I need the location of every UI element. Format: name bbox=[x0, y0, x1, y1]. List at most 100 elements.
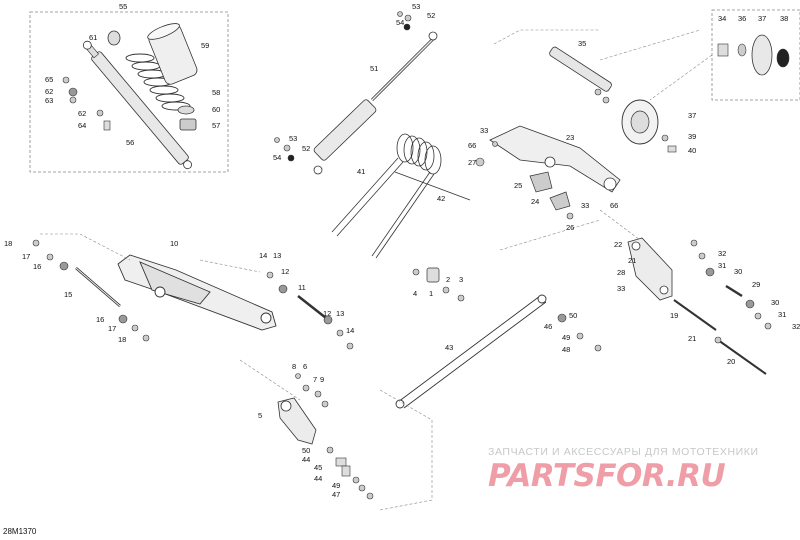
callout-33: 33 bbox=[480, 126, 488, 135]
callout-25: 25 bbox=[514, 181, 522, 190]
callout-53: 53 bbox=[412, 2, 420, 11]
callout-8: 8 bbox=[292, 362, 296, 371]
callout-12: 12 bbox=[281, 267, 289, 276]
callout-51: 51 bbox=[370, 64, 378, 73]
callout-33: 33 bbox=[617, 284, 625, 293]
callout-16: 16 bbox=[96, 315, 104, 324]
callout-64: 64 bbox=[78, 121, 86, 130]
callout-39: 39 bbox=[688, 132, 696, 141]
callout-14: 14 bbox=[346, 326, 354, 335]
callout-46: 46 bbox=[544, 322, 552, 331]
callout-21: 21 bbox=[688, 334, 696, 343]
callout-33: 33 bbox=[581, 201, 589, 210]
callout-63: 63 bbox=[45, 96, 53, 105]
callout-42: 42 bbox=[437, 194, 445, 203]
callout-15: 15 bbox=[64, 290, 72, 299]
torsion-springs bbox=[331, 133, 471, 259]
callout-49: 49 bbox=[562, 333, 570, 342]
callout-18: 18 bbox=[4, 239, 12, 248]
callout-29: 29 bbox=[752, 280, 760, 289]
front-shock-51 bbox=[274, 11, 438, 175]
callout-3: 3 bbox=[459, 275, 463, 284]
callout-48: 48 bbox=[562, 345, 570, 354]
callout-1: 1 bbox=[429, 289, 433, 298]
callout-53: 53 bbox=[289, 134, 297, 143]
callout-13: 13 bbox=[273, 251, 281, 260]
callout-54: 54 bbox=[273, 153, 281, 162]
callout-52: 52 bbox=[302, 144, 310, 153]
dashed-leaders bbox=[40, 29, 701, 511]
callout-4: 4 bbox=[413, 289, 417, 298]
callout-26: 26 bbox=[566, 223, 574, 232]
callout-44: 44 bbox=[302, 455, 310, 464]
callout-13: 13 bbox=[336, 309, 344, 318]
callout-45: 45 bbox=[314, 463, 322, 472]
callout-labels: 55 61 59 58 60 57 56 65 62 63 62 64 53 5… bbox=[4, 2, 800, 499]
callout-21: 21 bbox=[628, 256, 636, 265]
callout-14: 14 bbox=[259, 251, 267, 260]
callout-52: 52 bbox=[427, 11, 435, 20]
callout-41: 41 bbox=[357, 167, 365, 176]
callout-12: 12 bbox=[323, 309, 331, 318]
callout-2: 2 bbox=[446, 275, 450, 284]
callout-22: 22 bbox=[614, 240, 622, 249]
callout-19: 19 bbox=[670, 311, 678, 320]
callout-40: 40 bbox=[688, 146, 696, 155]
callout-31: 31 bbox=[778, 310, 786, 319]
rear-pivot-28 bbox=[557, 237, 772, 375]
idler-wheel-37 bbox=[621, 99, 677, 153]
callout-66: 66 bbox=[468, 141, 476, 150]
callout-17: 17 bbox=[22, 252, 30, 261]
callout-36: 36 bbox=[738, 14, 746, 23]
watermark-caption: ЗАПЧАСТИ И АКСЕССУАРЫ ДЛЯ МОТОТЕХНИКИ bbox=[488, 446, 759, 458]
callout-38: 38 bbox=[780, 14, 788, 23]
front-arm-10 bbox=[32, 239, 354, 350]
wheel-detail-inset bbox=[649, 9, 800, 101]
callout-35: 35 bbox=[578, 39, 586, 48]
callout-58: 58 bbox=[212, 88, 220, 97]
callout-7: 7 bbox=[313, 375, 317, 384]
callout-5: 5 bbox=[258, 411, 262, 420]
callout-50: 50 bbox=[302, 446, 310, 455]
rear-arm bbox=[475, 46, 621, 220]
callout-17: 17 bbox=[108, 324, 116, 333]
callout-34: 34 bbox=[718, 14, 726, 23]
callout-23: 23 bbox=[566, 133, 574, 142]
callout-28: 28 bbox=[617, 268, 625, 277]
callout-31: 31 bbox=[718, 261, 726, 270]
callout-59: 59 bbox=[201, 41, 209, 50]
cross-brace-43 bbox=[395, 294, 547, 409]
callout-49: 49 bbox=[332, 481, 340, 490]
lower-bracket-5 bbox=[277, 373, 374, 500]
callout-55: 55 bbox=[119, 2, 127, 11]
callout-54: 54 bbox=[396, 18, 404, 27]
parts-1-4 bbox=[412, 267, 465, 302]
callout-11: 11 bbox=[298, 283, 306, 292]
callout-62: 62 bbox=[78, 109, 86, 118]
callout-43: 43 bbox=[445, 343, 453, 352]
shock-absorber-group bbox=[29, 11, 229, 173]
callout-50: 50 bbox=[569, 311, 577, 320]
callout-37: 37 bbox=[688, 111, 696, 120]
callout-6: 6 bbox=[303, 362, 307, 371]
callout-60: 60 bbox=[212, 105, 220, 114]
callout-32: 32 bbox=[718, 249, 726, 258]
callout-57: 57 bbox=[212, 121, 220, 130]
callout-30: 30 bbox=[771, 298, 779, 307]
callout-9: 9 bbox=[320, 375, 324, 384]
callout-66: 66 bbox=[610, 201, 618, 210]
watermark-brand: PARTSFOR.RU bbox=[488, 458, 726, 494]
callout-24: 24 bbox=[531, 197, 539, 206]
callout-27: 27 bbox=[468, 158, 476, 167]
callout-37: 37 bbox=[758, 14, 766, 23]
callout-56: 56 bbox=[126, 138, 134, 147]
callout-44: 44 bbox=[314, 474, 322, 483]
callout-61: 61 bbox=[89, 33, 97, 42]
callout-18: 18 bbox=[118, 335, 126, 344]
callout-10: 10 bbox=[170, 239, 178, 248]
callout-30: 30 bbox=[734, 267, 742, 276]
callout-47: 47 bbox=[332, 490, 340, 499]
callout-20: 20 bbox=[727, 357, 735, 366]
callout-16: 16 bbox=[33, 262, 41, 271]
